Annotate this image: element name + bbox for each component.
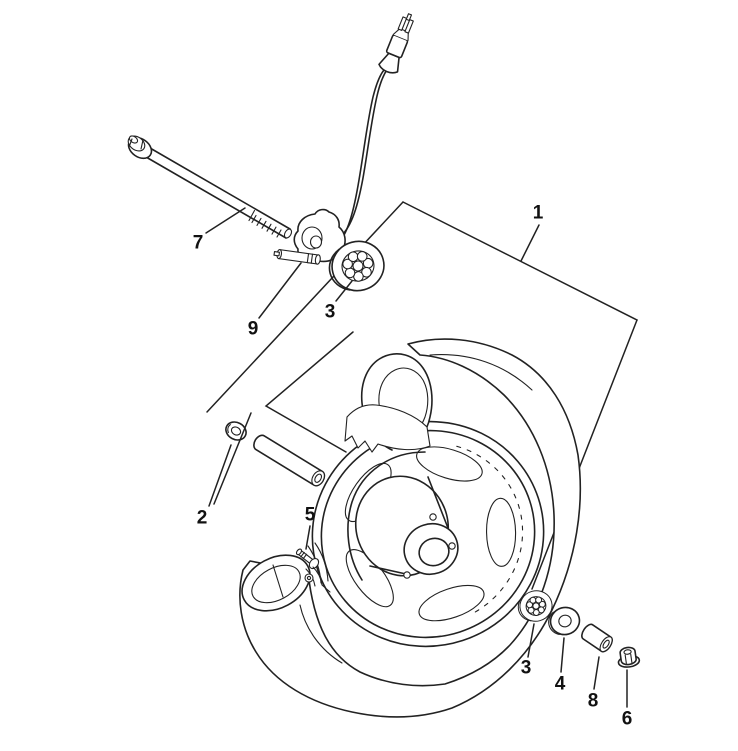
hub-bolt-hole [403, 571, 411, 579]
spacer-bushing [581, 623, 613, 653]
bearing-balls [526, 596, 546, 616]
connector-tip [405, 13, 413, 22]
callout-number-wheel-axle-bolt: 7 [193, 233, 204, 254]
tire-section-mold-line [272, 564, 284, 598]
tire-bead-cross-section [344, 353, 433, 453]
speedometer-sensor [273, 208, 346, 265]
valve-bracket-line [312, 566, 331, 593]
axle-washer [225, 421, 247, 441]
axle-tip [283, 228, 293, 239]
seal-depth-arc [548, 611, 560, 635]
callout-number-tire-valve: 5 [305, 505, 316, 526]
seal-bore [558, 614, 572, 628]
bearing-bore [532, 602, 540, 610]
tire-sidewall-line [299, 604, 343, 664]
cable-connector [378, 13, 414, 74]
collar-bore [314, 473, 323, 483]
callout-5-leader-line [305, 525, 311, 550]
sensor-face-inner [309, 235, 323, 249]
connector-boot [378, 52, 400, 74]
tire-section-opening-inner [251, 564, 301, 604]
callout-1-leader-line [520, 224, 540, 262]
washer-accent [227, 424, 231, 434]
assembly-boundary [206, 201, 638, 590]
connector-prong [404, 19, 414, 34]
callout-number-speedometer-sensor-unit: 9 [248, 319, 259, 340]
washer-hole [230, 426, 242, 436]
valve-nut [308, 558, 320, 570]
nut-bore [623, 649, 632, 655]
valve-bracket-bolt-center [306, 575, 312, 581]
hub-bolt-hole [448, 542, 456, 550]
axle-head-facet [140, 139, 144, 150]
cable-line-a [340, 66, 390, 237]
valve-thread [300, 551, 305, 558]
boundary-right-edge [531, 319, 638, 590]
nut-hex-facet [624, 654, 627, 664]
callout-number-axle-flange-nut: 6 [622, 709, 633, 730]
sensor-pin-nub [273, 251, 281, 257]
callout-number-washer-and-spacer-collar: 2 [197, 508, 208, 529]
bearing-depth-arc [328, 248, 351, 291]
hub-bolt-hole [429, 513, 437, 521]
wheel-bearing-lower [517, 590, 553, 622]
sensor-pin-collar [306, 253, 310, 264]
valve-bracket-bolt [304, 573, 314, 583]
hub [347, 451, 459, 581]
rim-well-crown [344, 404, 431, 453]
callout-layer: 1 2 3 3 4 5 6 7 8 9 [193, 203, 633, 730]
axle-bolt [127, 135, 293, 239]
valve-cap [295, 548, 303, 556]
bearing-depth-arc [517, 595, 532, 622]
axle-head-facet [128, 138, 133, 148]
valve-thread [302, 553, 308, 560]
callout-2-leader-line [208, 444, 232, 507]
oil-seal [548, 606, 581, 636]
tire-tread-shoulder-line [429, 354, 533, 391]
axle-alignment-chevron [264, 331, 354, 453]
rim-edge-band-outer [314, 542, 329, 582]
axle-bore [418, 537, 450, 567]
cable-line-b [335, 69, 385, 247]
callout-3-leader-line [335, 280, 353, 302]
tire-valve [295, 542, 331, 593]
tire-body [239, 338, 582, 718]
sensor-pin [273, 249, 321, 265]
boundary-top-edge [402, 201, 638, 321]
callout-4-leader-line [560, 637, 565, 673]
bearing-bore [352, 260, 364, 272]
callout-number-front-wheel-assembly: 1 [533, 203, 544, 224]
connector-prong [397, 16, 408, 31]
callout-number-wheel-bearing-upper: 3 [325, 302, 336, 323]
callout-9-leader-line [258, 262, 302, 319]
axle-threads [248, 209, 282, 238]
callout-number-oil-seal: 4 [555, 674, 566, 695]
tire-section-opening-outer [241, 554, 311, 612]
callout-2-leader-line [213, 412, 252, 505]
hub-barrel-bottom-line [369, 565, 407, 575]
callout-3-leader-line [527, 623, 535, 658]
spoke-hole [486, 497, 517, 567]
callout-number-spacer-bushing: 8 [588, 691, 599, 712]
spacer-collar [253, 434, 326, 487]
hub-barrel-top-line [427, 476, 449, 529]
boundary-left-edge [206, 201, 404, 413]
tire [239, 338, 582, 718]
wheel-bearing-upper [328, 240, 385, 292]
sensor-pin-end [314, 254, 321, 265]
spoke-hole [418, 584, 485, 622]
callout-number-wheel-bearing-lower: 3 [521, 658, 532, 679]
nut-hex-facet [630, 653, 633, 664]
callout-7-leader-line [205, 207, 246, 234]
spoke-hole [416, 446, 483, 482]
sensor-cable [335, 13, 414, 247]
callout-8-leader-line [593, 656, 600, 690]
bearing-balls [342, 251, 374, 282]
hub-backing-arc [347, 451, 426, 581]
axle-flange-nut [617, 646, 641, 668]
sensor-pin-collar [310, 253, 314, 264]
